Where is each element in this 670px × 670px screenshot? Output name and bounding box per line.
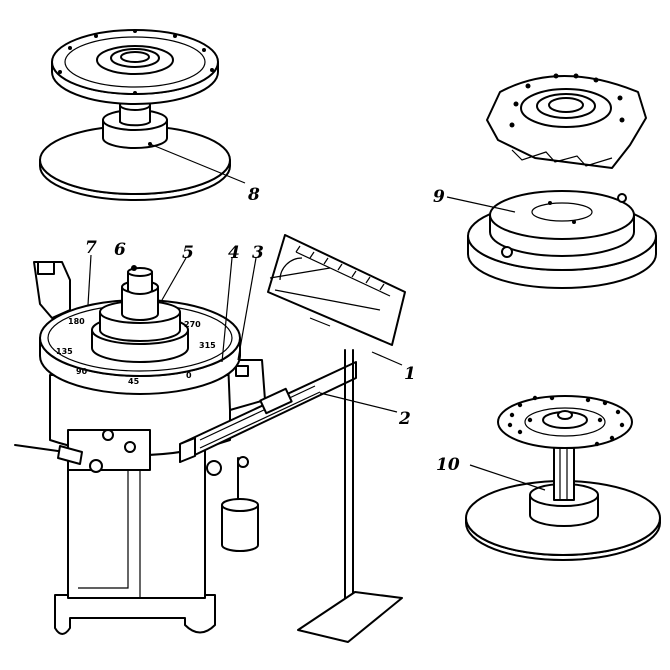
dial-label-45: 45 [128,377,140,386]
dial-label-135: 135 [56,347,73,356]
dial-scale: 180 270 135 315 90 45 0 [56,317,216,386]
fixture-10 [465,395,661,561]
callout-9: 9 [433,187,445,207]
callout-3: 3 [252,243,264,263]
callout-4: 4 [228,243,240,263]
callout-6: 6 [114,240,126,260]
callout-2: 2 [398,409,411,429]
callout-10: 10 [436,455,460,475]
dial-label-315: 315 [199,341,216,350]
callout-7: 7 [85,238,97,258]
fixture-9 [446,73,657,289]
callout-8: 8 [247,185,260,205]
dial-label-270: 270 [184,320,201,329]
balancing-machine [14,234,406,643]
dial-label-90: 90 [76,367,88,376]
fixture-8 [39,29,246,201]
dial-label-0: 0 [186,371,192,380]
callout-1: 1 [404,364,416,384]
callout-labels: 1 2 3 4 5 6 7 8 9 10 [85,185,460,475]
leader-lines [87,254,403,413]
callout-5: 5 [182,243,194,263]
dial-label-180: 180 [68,317,85,326]
